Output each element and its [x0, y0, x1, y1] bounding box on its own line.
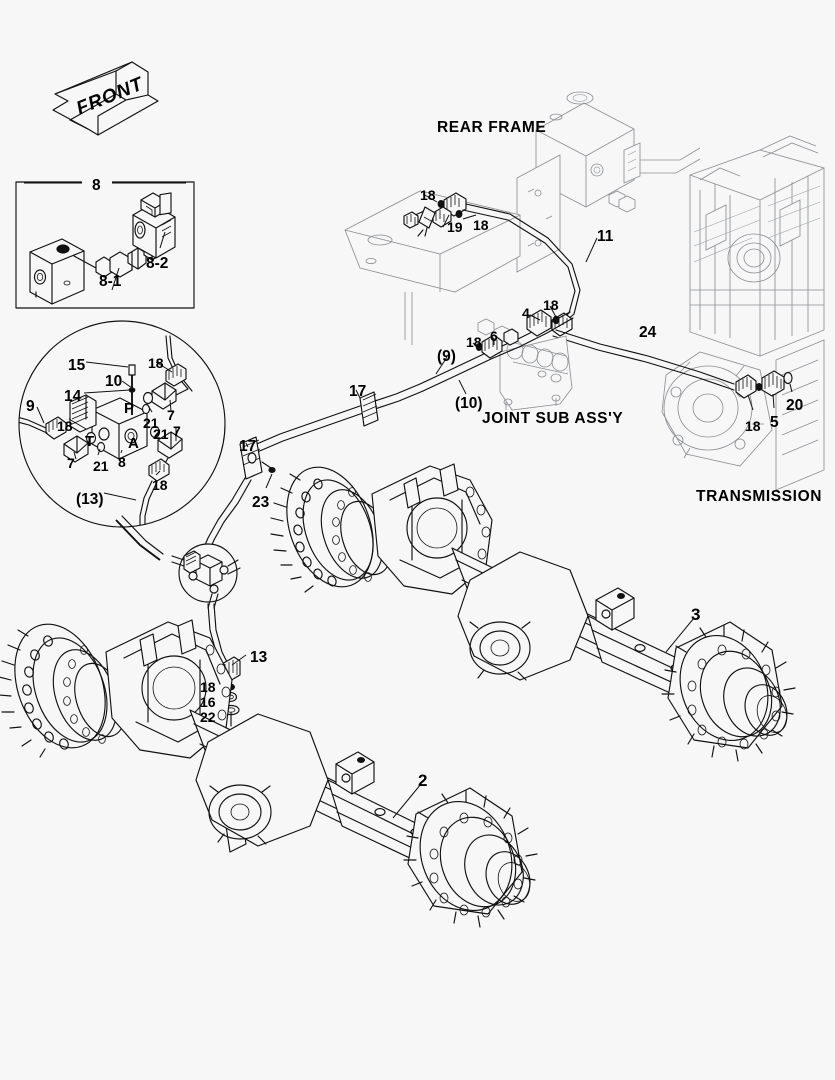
- callout-7-15: 7: [173, 423, 181, 439]
- callout-10-31: (10): [455, 395, 483, 412]
- callout-18-21: 18: [420, 187, 436, 203]
- rear-frame-assembly: [344, 91, 701, 345]
- callout-14-4: 14: [64, 388, 82, 405]
- front-arrow-shape: [52, 61, 159, 136]
- callout-20-34: 20: [786, 397, 804, 414]
- callout-9-30: (9): [437, 348, 456, 365]
- callout-T-12: T: [85, 433, 95, 450]
- front-axle-assembly: [0, 619, 538, 928]
- callout-A-13: A: [128, 435, 139, 452]
- callout-18-39: 18: [200, 679, 216, 695]
- callout-10-7: 10: [105, 373, 123, 390]
- callout-21-10: 21: [143, 415, 159, 431]
- callout-22-41: 22: [200, 709, 216, 725]
- callout-18-8: 18: [148, 355, 164, 371]
- callout-4-26: 4: [522, 305, 530, 321]
- callout-7-11: 7: [167, 407, 175, 423]
- callout-18-23: 18: [473, 217, 489, 233]
- callout-7-17: 7: [67, 455, 75, 471]
- callout-21-14: 21: [153, 426, 169, 442]
- callout-8-2-2: 8-2: [146, 255, 169, 272]
- callout-19-22: 19: [447, 219, 463, 235]
- callout-16-40: 16: [200, 694, 216, 710]
- callout-9-5: 9: [26, 398, 35, 415]
- callout-24-25: 24: [639, 324, 657, 341]
- callout-18-6: 18: [57, 418, 73, 434]
- callout-3-42: 3: [691, 605, 701, 624]
- joint-sub-assy-label: JOINT SUB ASS'Y: [482, 410, 624, 427]
- callout-6-29: 6: [490, 328, 498, 344]
- callout-23-37: 23: [252, 494, 270, 511]
- callout-13-38: 13: [250, 649, 268, 666]
- callout-13-20: (13): [76, 491, 104, 508]
- inset-box-8: [15, 173, 195, 309]
- callout-11-24: 11: [597, 228, 614, 245]
- transmission-label: TRANSMISSION: [696, 488, 823, 505]
- joint-sub-assy: [419, 305, 574, 411]
- callout-8-18: 8: [118, 454, 126, 470]
- callout-18-28: 18: [466, 334, 482, 350]
- callout-P-9: P: [124, 400, 135, 417]
- callout-8-0: 8: [92, 177, 101, 194]
- transmission-assembly: [552, 135, 825, 491]
- rear-frame-label: REAR FRAME: [437, 119, 547, 136]
- callout-8-1-1: 8-1: [99, 273, 122, 290]
- callout-15-3: 15: [68, 357, 86, 374]
- callout-18-27: 18: [543, 297, 559, 313]
- callout-17-35: 17: [349, 383, 367, 400]
- callout-2-43: 2: [418, 771, 428, 790]
- callout-5-33: 5: [770, 414, 779, 431]
- detail-circle-valve: [18, 320, 226, 561]
- callout-21-16: 21: [93, 458, 109, 474]
- callout-18-32: 18: [745, 418, 761, 434]
- callout-17-36: 17: [239, 438, 257, 455]
- rear-axle-assembly: [270, 463, 796, 762]
- callout-18-19: 18: [152, 477, 168, 493]
